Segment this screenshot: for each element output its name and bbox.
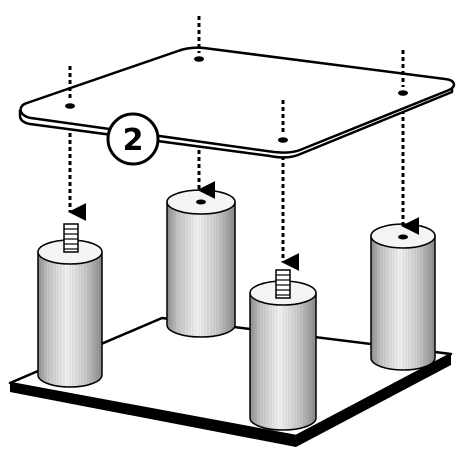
screw-stud-left bbox=[63, 223, 79, 253]
base-plate bbox=[8, 316, 453, 447]
step-number: 2 bbox=[123, 123, 144, 158]
standoff-post-front-left bbox=[37, 239, 103, 388]
screw-stud-right bbox=[275, 269, 291, 299]
plate-hole bbox=[65, 103, 75, 109]
standoff-post-back-left bbox=[166, 189, 236, 338]
standoff-post-back-right bbox=[370, 223, 436, 371]
dashed-arrows-upper bbox=[68, 16, 405, 134]
post-hole bbox=[398, 234, 408, 240]
top-plate bbox=[18, 46, 456, 159]
plate-hole bbox=[278, 137, 288, 143]
post-hole bbox=[196, 199, 206, 205]
plate-hole bbox=[194, 56, 204, 62]
plate-hole bbox=[398, 90, 408, 96]
step-number-badge: 2 bbox=[106, 112, 160, 166]
standoff-post-front-right bbox=[249, 280, 317, 431]
